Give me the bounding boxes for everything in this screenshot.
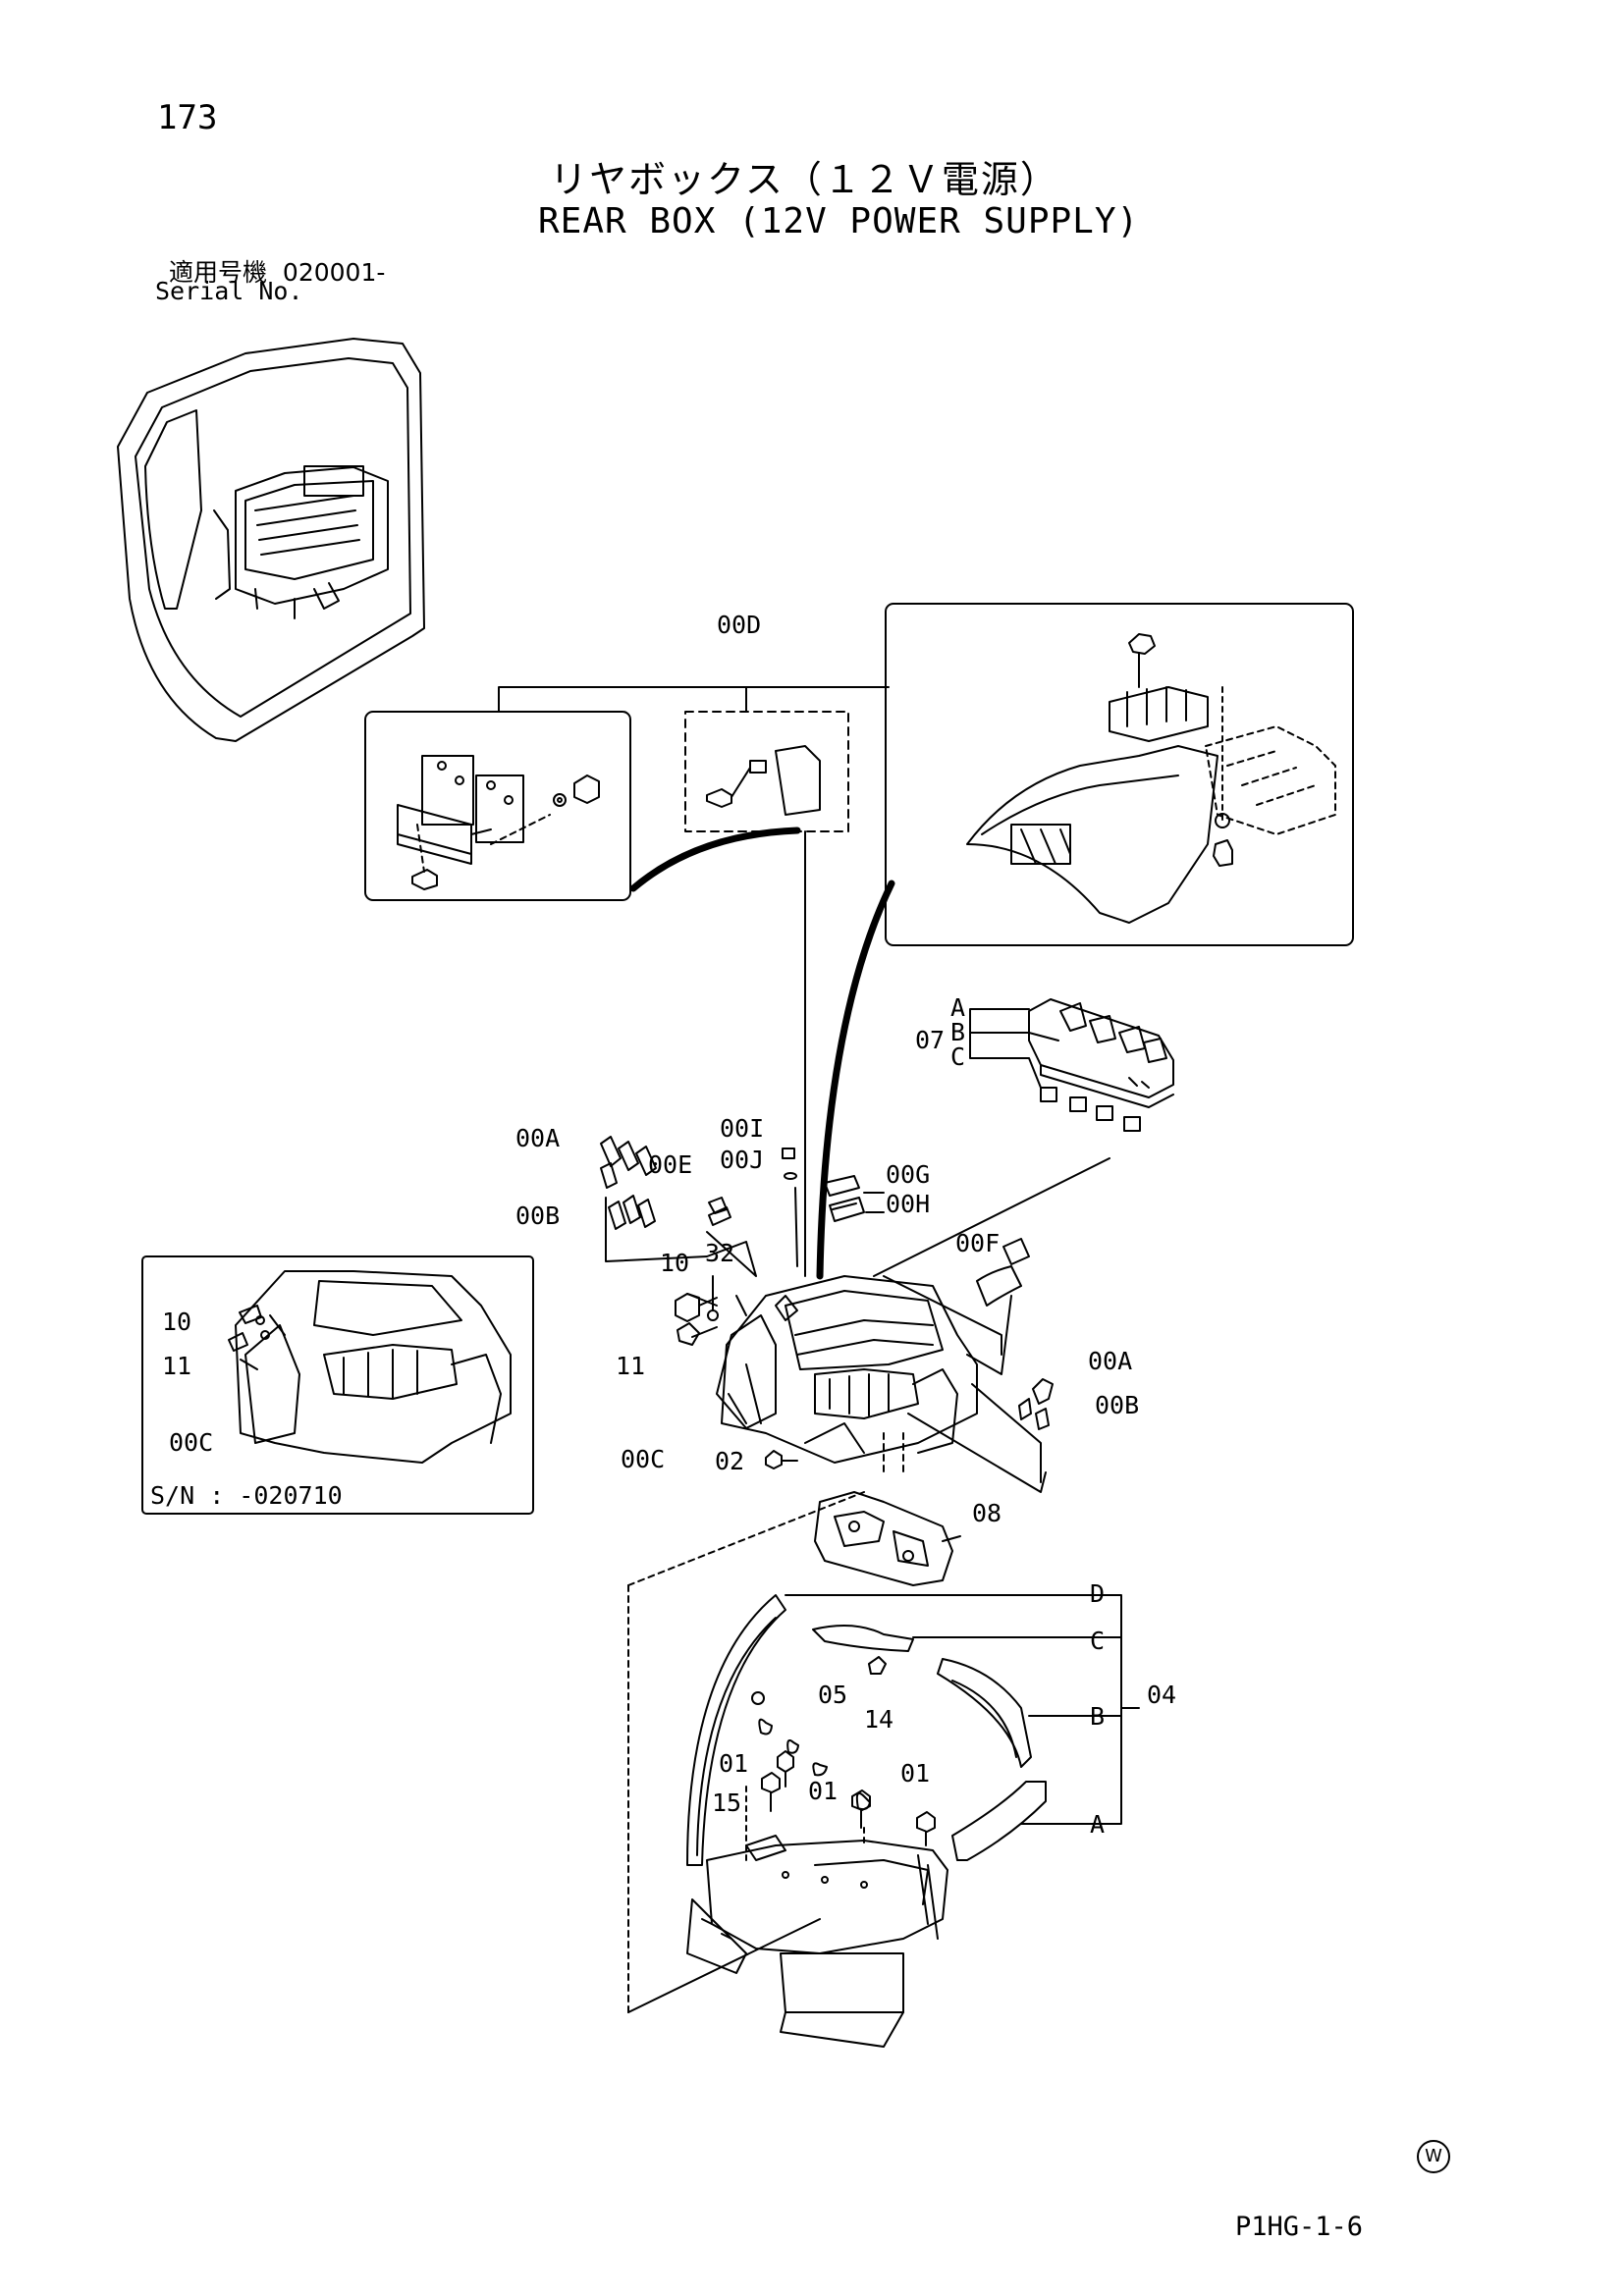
page-number: 173 <box>157 98 218 137</box>
callout-05: 05 <box>818 1681 847 1709</box>
callout-01-right: 01 <box>900 1759 930 1788</box>
callout-00c-inset: 00C <box>169 1428 213 1457</box>
callout-15: 15 <box>712 1789 741 1817</box>
inset-panel-bracket <box>364 711 631 901</box>
fuse-set-00a-00b-right <box>1018 1378 1054 1430</box>
callout-labels: 00D 07 A B C 00I 00J 00A 00E 00G 00H 00B… <box>150 611 1176 1839</box>
inset-older-rear-box <box>141 1255 534 1515</box>
callout-00i: 00I <box>720 1114 764 1143</box>
callout-04b: B <box>1090 1702 1105 1731</box>
serial-value: 020001- <box>282 258 386 287</box>
callout-02: 02 <box>715 1447 744 1475</box>
serial-applicability: 適用号機 020001- <box>169 253 385 289</box>
fasteners <box>751 1656 936 1846</box>
socket-10-32-11-main <box>675 1293 719 1346</box>
callout-11-inset: 11 <box>162 1352 191 1380</box>
callout-07: 07 <box>915 1026 945 1054</box>
trim-set-04 <box>686 1594 1047 1866</box>
callout-07b: B <box>950 1018 965 1046</box>
callout-00d: 00D <box>717 611 761 639</box>
serial-label-english: Serial No. <box>155 277 303 305</box>
w-mark-icon: W <box>1417 2140 1450 2173</box>
cab-overview-illustration <box>117 338 425 742</box>
callout-00a-upper: 00A <box>515 1124 560 1152</box>
callout-14: 14 <box>864 1705 893 1734</box>
small-parts-00g-00j <box>782 1148 865 1222</box>
callout-04c: C <box>1090 1627 1105 1655</box>
callout-32: 32 <box>705 1239 734 1267</box>
footer-code: P1HG-1-6 <box>1235 2212 1364 2242</box>
callout-00j: 00J <box>720 1146 764 1174</box>
callout-04d: D <box>1090 1579 1105 1608</box>
serial-label-japanese: 適用号機 <box>169 258 268 287</box>
callout-00a-right: 00A <box>1088 1347 1132 1375</box>
callout-00e: 00E <box>648 1150 692 1179</box>
callout-00b-upper: 00B <box>515 1201 560 1230</box>
cover-00f <box>976 1238 1030 1307</box>
page-title-english: REAR BOX (12V POWER SUPPLY) <box>538 201 1140 241</box>
detail-00d-clip <box>684 711 849 832</box>
bracket-08 <box>814 1491 953 1586</box>
callout-07a: A <box>950 993 965 1022</box>
fuse-set-00a-00b <box>600 1136 731 1230</box>
callout-00g: 00G <box>886 1160 930 1189</box>
callout-04a: A <box>1090 1810 1105 1839</box>
callout-00c-main: 00C <box>621 1445 665 1473</box>
base-frame <box>686 1786 948 2048</box>
callout-00b-right: 00B <box>1095 1391 1139 1419</box>
inset-fuse-mount <box>885 603 1354 946</box>
callout-01-left: 01 <box>719 1749 748 1778</box>
rear-box-main <box>716 1275 978 1473</box>
callout-10-main: 10 <box>660 1249 689 1277</box>
callout-01-middle: 01 <box>808 1777 838 1805</box>
callout-04: 04 <box>1147 1681 1176 1709</box>
serial-range-note: S/N : -020710 <box>150 1481 343 1510</box>
callout-00f: 00F <box>955 1229 1000 1257</box>
callout-10-inset: 10 <box>162 1308 191 1336</box>
callout-08: 08 <box>972 1499 1001 1527</box>
page-title-japanese: リヤボックス（１２Ｖ電源） <box>550 158 1059 201</box>
callout-07c: C <box>950 1042 965 1071</box>
callout-11-main: 11 <box>616 1352 645 1380</box>
callout-00h: 00H <box>886 1190 930 1218</box>
relay-box-07 <box>1028 998 1174 1132</box>
